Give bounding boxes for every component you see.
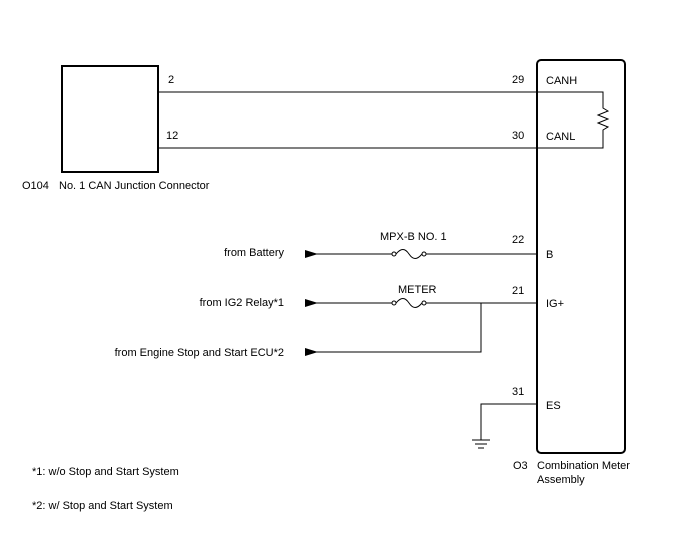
footnote-1: *1: w/o Stop and Start System [32, 466, 179, 478]
fuse-mpx-b-label: MPX-B NO. 1 [380, 231, 447, 243]
pin-12-number: 12 [166, 130, 178, 142]
can-junction-connector-label: No. 1 CAN Junction Connector [59, 180, 210, 192]
pin-ig-plus-label: IG+ [546, 298, 564, 310]
pin-21-number: 21 [512, 285, 524, 297]
from-battery-label: from Battery [224, 247, 284, 259]
combination-meter-label-line1: Combination Meter [537, 460, 630, 472]
pin-22-number: 22 [512, 234, 524, 246]
pin-30-number: 30 [512, 130, 524, 142]
from-ig2-relay-label: from IG2 Relay*1 [200, 297, 284, 309]
fuse-meter-label: METER [398, 284, 437, 296]
footnote-2: *2: w/ Stop and Start System [32, 500, 173, 512]
can-junction-connector-box [61, 65, 159, 173]
pin-es-label: ES [546, 400, 561, 412]
ecu-wire [305, 303, 482, 353]
pin-b-label: B [546, 249, 553, 261]
fuse-meter-icon [391, 298, 427, 308]
pin-29-number: 29 [512, 74, 524, 86]
pin-31-number: 31 [512, 386, 524, 398]
combination-meter-box [536, 59, 626, 454]
ground-icon [472, 439, 490, 449]
can-junction-connector-id: O104 [22, 180, 49, 192]
from-engine-ecu-label: from Engine Stop and Start ECU*2 [115, 347, 284, 359]
fuse-mpx-b-icon [391, 249, 427, 259]
pin-2-number: 2 [168, 74, 174, 86]
pin-canh-label: CANH [546, 75, 577, 87]
es-ground-wire [480, 403, 537, 440]
combination-meter-id: O3 [513, 460, 528, 472]
combination-meter-label-line2: Assembly [537, 474, 585, 486]
terminating-resistor-icon [537, 91, 610, 149]
pin-canl-label: CANL [546, 131, 575, 143]
